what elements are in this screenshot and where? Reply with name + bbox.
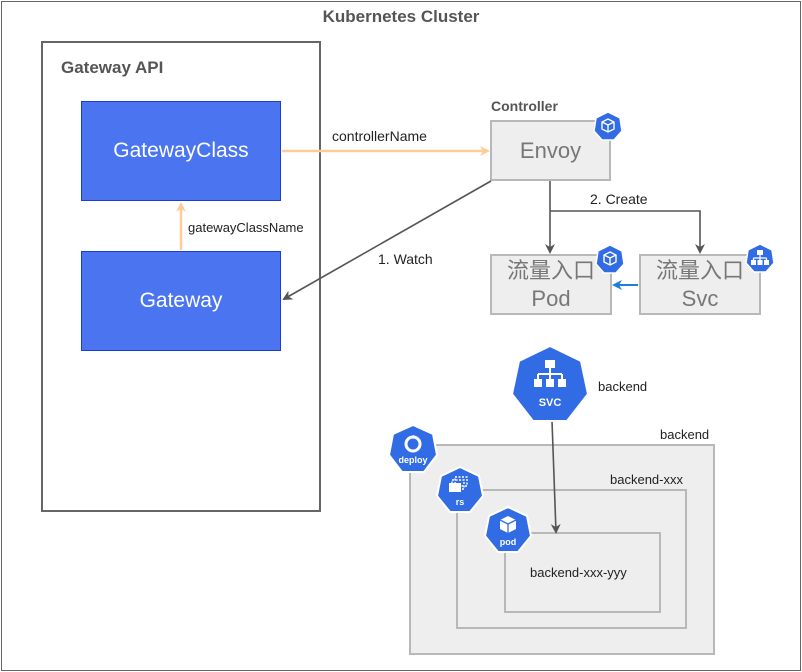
envoy-label: Envoy <box>519 137 582 163</box>
pod-frame <box>504 532 661 613</box>
backend-deploy-badge[interactable]: deploy <box>387 423 439 474</box>
gateway-node[interactable]: Gateway <box>81 251 281 351</box>
gatewayclassname-edge-label: gatewayClassName <box>188 220 304 235</box>
ingress-svc-label-line1: 流量入口 <box>655 257 744 283</box>
backend-rs-badge[interactable]: rs <box>435 465 485 514</box>
gatewayclass-node[interactable]: GatewayClass <box>81 101 281 201</box>
backend-deploy-label: backend <box>660 427 710 442</box>
backend-svc-icon-text: SVC <box>538 397 562 409</box>
kubernetes-svc-icon <box>510 344 590 422</box>
watch-edge <box>282 180 492 300</box>
create-edge-label: 2. Create <box>590 191 648 207</box>
create-svc-edge <box>550 210 705 254</box>
backend-svc-badge[interactable]: SVC <box>510 344 590 423</box>
gateway-api-frame <box>41 41 321 512</box>
kubernetes-rs-icon <box>435 465 485 513</box>
envoy-pod-icon <box>593 111 623 141</box>
kubernetes-deploy-icon <box>387 423 439 473</box>
ingress-pod-node[interactable]: 流量入口 Pod <box>490 254 612 315</box>
gateway-api-label: Gateway API <box>61 58 164 77</box>
watch-edge-label: 1. Watch <box>378 251 433 267</box>
ingress-pod-label-line1: 流量入口 <box>506 257 595 283</box>
backend-rs-label: backend-xxx <box>610 472 683 487</box>
ingress-pod-icon <box>595 244 625 274</box>
ingress-pod-label-line2: Pod <box>531 285 571 311</box>
gateway-label: Gateway <box>139 289 223 312</box>
controllername-edge-label: controllerName <box>332 128 427 144</box>
backend-pod-label: backend-xxx-yyy <box>530 565 627 580</box>
backend-rs-icon-text: rs <box>455 497 465 507</box>
cluster-title: Kubernetes Cluster <box>322 7 480 26</box>
backend-pod-icon-text: pod <box>499 537 517 547</box>
ingress-svc-node[interactable]: 流量入口 Svc <box>639 254 761 315</box>
controller-label: Controller <box>491 98 558 114</box>
backend-svc-label: backend <box>598 379 648 394</box>
gatewayclass-label: GatewayClass <box>113 139 249 162</box>
ingress-svc-icon <box>745 243 775 273</box>
backend-svc-to-pod-edge <box>550 420 561 534</box>
backend-deploy-icon-text: deploy <box>398 455 428 465</box>
envoy-node[interactable]: Envoy <box>490 120 611 181</box>
ingress-svc-label-line2: Svc <box>681 285 719 311</box>
kubernetes-pod-icon <box>483 505 533 553</box>
backend-pod-badge[interactable]: pod <box>483 505 533 554</box>
